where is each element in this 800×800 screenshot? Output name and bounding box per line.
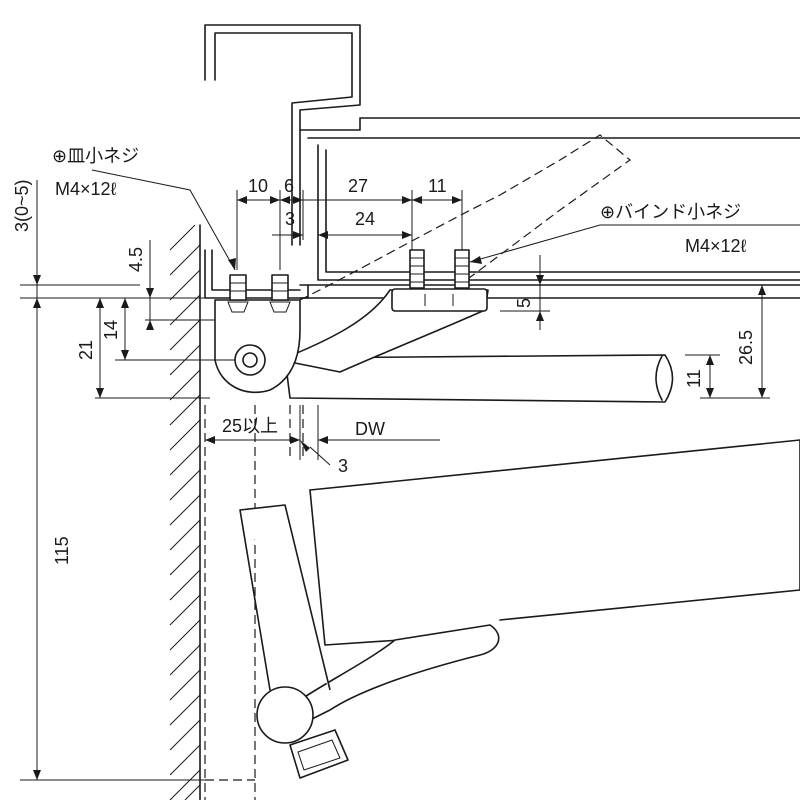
binding-screw-right bbox=[454, 249, 470, 289]
wall-hatching bbox=[169, 224, 201, 800]
door-width-label: DW bbox=[355, 419, 385, 439]
wall bbox=[169, 224, 201, 800]
flat-screw-name-label: ⊕皿小ネジ bbox=[52, 146, 139, 166]
binding-screw-spec-label: M4×12ℓ bbox=[685, 236, 747, 256]
flat-screw-spec-label: M4×12ℓ bbox=[55, 179, 117, 199]
closer-lower-arm bbox=[239, 504, 500, 779]
dim-3-top-label: 3 bbox=[285, 209, 295, 229]
dim-11-top-label: 11 bbox=[428, 176, 447, 196]
gap-note-label: 3(0~5) bbox=[12, 179, 32, 232]
dim-4-5-label: 4.5 bbox=[126, 247, 146, 272]
dim-115-label: 115 bbox=[52, 536, 72, 565]
overlap-min-label: 25以上 bbox=[222, 416, 278, 436]
dim-6-label: 6 bbox=[284, 176, 294, 196]
mounting-bracket bbox=[214, 299, 301, 394]
dim-24-label: 24 bbox=[355, 209, 375, 229]
binding-screw-name-label: ⊕バインド小ネジ bbox=[600, 202, 741, 222]
dim-21-label: 21 bbox=[76, 340, 96, 360]
flat-screw-left bbox=[227, 274, 249, 313]
stop-bracket bbox=[279, 288, 489, 373]
dim-3-bottom-label: 3 bbox=[338, 456, 348, 476]
arm-swing-trace bbox=[294, 134, 631, 396]
dim-10-label: 10 bbox=[248, 176, 268, 196]
flat-screw-right bbox=[269, 274, 291, 313]
binding-screw-left bbox=[409, 249, 425, 289]
dim-27-label: 27 bbox=[348, 176, 368, 196]
door-frame bbox=[204, 24, 800, 299]
dim-26-5-label: 26.5 bbox=[736, 330, 756, 365]
dim-5-label: 5 bbox=[514, 298, 534, 308]
closer-arm bbox=[284, 354, 674, 403]
dim-14-label: 14 bbox=[101, 320, 121, 340]
dim-11-right-label: 11 bbox=[684, 369, 704, 388]
closer-body bbox=[309, 439, 800, 646]
dimension-arrows bbox=[33, 196, 766, 780]
